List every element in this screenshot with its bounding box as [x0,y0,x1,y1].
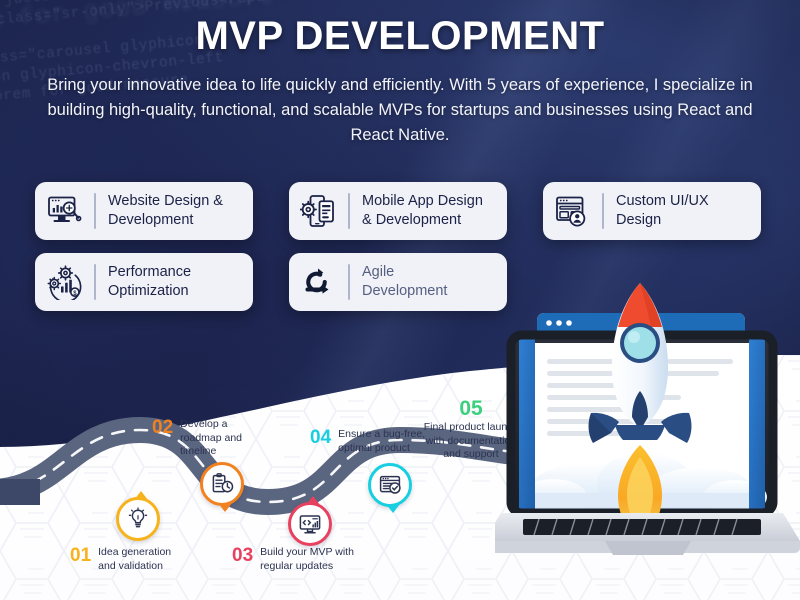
service-card-label: Agile Development [362,264,448,299]
laptop-rocket-svg [495,283,800,555]
node-pin [218,503,232,512]
browser-bug-check-icon [379,475,401,494]
svg-text:$: $ [73,291,77,297]
service-card-label: Website Design & Development [108,193,223,228]
page-subtitle: Bring your innovative idea to life quick… [47,76,753,144]
step-number: 05 [459,397,483,420]
service-card-mobile-app[interactable]: Mobile App Design & Development [289,182,507,240]
step-number: 02 [152,417,174,438]
step-description: Build your MVP with regular updates [260,546,354,572]
node-pin [134,491,148,500]
service-card-label: Performance Optimization [108,264,192,299]
card-divider [94,264,96,300]
service-card-agile[interactable]: Agile Development [289,253,507,311]
roadmap-step-02: 02 Develop a roadmap and timeline [152,418,242,459]
roadmap-node-04[interactable] [368,463,412,513]
road-path [0,416,560,516]
step-description: Idea generation and validation [98,546,172,572]
service-card-row-2: $ Performance Optimization Agile Develop… [0,253,800,311]
monitor-code-icon [299,515,321,534]
service-card-label: Custom UI/UX Design [616,193,709,228]
node-pin [306,496,320,505]
node-pin [386,504,400,513]
monitor-chart-search-icon [48,196,82,222]
card-divider [94,193,96,229]
service-card-group: Website Design & Development [0,182,800,324]
step-number: 01 [70,545,92,566]
step-number: 03 [232,545,254,566]
roadmap-step-01: 01 Idea generation and validation [70,546,171,573]
roadmap-node-02[interactable] [200,462,244,512]
roadmap-node-03[interactable] [288,496,332,546]
roadmap [0,370,560,600]
rocket [588,283,692,543]
step-description: Final product launch with documentation … [423,421,519,460]
step-number: 04 [310,427,332,448]
laptop-rocket-launch-illustration [495,275,800,600]
gear-chart-gauge-icon: $ [47,265,82,300]
header: MVP DEVELOPMENT Bring your innovative id… [0,14,800,148]
service-card-label: Mobile App Design & Development [362,193,483,228]
service-card-row-1: Website Design & Development [0,182,800,240]
roadmap-step-05: 05 Final product launch with documentati… [412,398,530,462]
card-divider [602,193,604,229]
clipboard-clock-icon [212,473,234,493]
roadmap-step-04: 04 Ensure a bug-free, optimal product [310,428,425,455]
card-divider [348,264,350,300]
service-card-website-design[interactable]: Website Design & Development [35,182,253,240]
page-title: MVP DEVELOPMENT [195,14,605,58]
mobile-gear-icon [300,195,334,227]
step-description: Ensure a bug-free, optimal product [338,428,426,454]
browser-user-icon [556,196,586,227]
roadmap-step-03: 03 Build your MVP with regular updates [232,546,354,573]
card-divider [348,193,350,229]
roadmap-node-01[interactable] [116,491,160,541]
lightbulb-icon [128,507,148,528]
step-description: Develop a roadmap and timeline [180,418,243,457]
service-card-ui-ux[interactable]: Custom UI/UX Design [543,182,761,240]
agile-cycle-arrow-icon [305,268,329,294]
service-card-performance[interactable]: $ Performance Optimization [35,253,253,311]
